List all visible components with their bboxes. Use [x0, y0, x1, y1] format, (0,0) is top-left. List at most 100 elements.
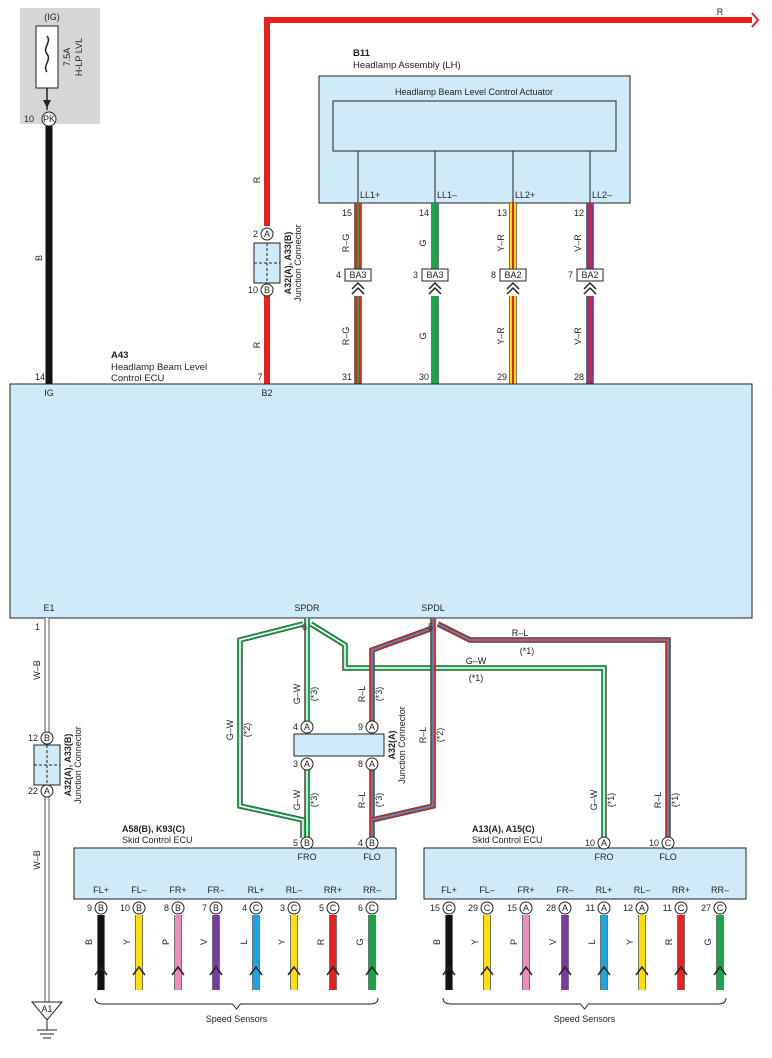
- gw-label-lower: G–W: [292, 789, 302, 810]
- ecu-code: A43: [111, 350, 128, 361]
- actuator-box: [332, 100, 617, 152]
- skid-input-pin-number: 10: [649, 838, 659, 848]
- jc-mid-pin-tag: A: [304, 759, 310, 769]
- ecu-pin-number: 29: [497, 372, 507, 382]
- sensor-pin-tag: C: [369, 903, 376, 913]
- sensor-pin-tag: B: [136, 903, 142, 913]
- sensor-terminal-label: FL+: [93, 885, 109, 895]
- ground-label: A1: [41, 1004, 52, 1014]
- sensor-wire-label: P: [509, 939, 519, 945]
- ecu-wire-label: Y–R: [496, 327, 506, 345]
- speed-sensors-label: Speed Sensors: [206, 1014, 268, 1024]
- fuse-box-background: [20, 8, 100, 124]
- jc-left-tag-a: B: [44, 733, 50, 743]
- sensor-terminal-label: RR–: [711, 885, 729, 895]
- sensor-wire-label: L: [587, 939, 597, 944]
- gw-note-left: (*2): [242, 723, 252, 738]
- actuator-title: Headlamp Beam Level Control Actuator: [395, 87, 553, 97]
- sensor-chevron-icon: [171, 965, 185, 976]
- sensor-terminal-label: RR–: [363, 885, 381, 895]
- jc-mid-pin-number: 9: [358, 722, 363, 732]
- rl-note-right: (*2): [435, 728, 445, 743]
- headlamp-wire-label: V–R: [573, 234, 583, 252]
- ecu-wire-label: V–R: [573, 327, 583, 345]
- inline-connector-box: [344, 268, 372, 282]
- rl-label-far-right: R–L: [653, 792, 663, 809]
- jc-mid-pin-circle: [300, 720, 314, 734]
- jc-mid-pin-tag: A: [369, 759, 375, 769]
- sensor-chevron-icon: [519, 965, 533, 976]
- sensor-pin-tag: B: [213, 903, 219, 913]
- gw-to-right-fro-edge: [309, 621, 607, 838]
- power-wire: [264, 17, 752, 226]
- jc-mid-pin-circle: [365, 757, 379, 771]
- fuse-pin-tag: PK: [43, 114, 55, 124]
- main-ecu-body: [9, 383, 753, 619]
- sensor-pin-circle: [480, 901, 494, 915]
- rl-label-right: R–L: [418, 727, 428, 744]
- sensor-pin-tag: A: [562, 903, 568, 913]
- sensor-pin-circle: [94, 901, 108, 915]
- sensor-pin-number: 5: [319, 903, 324, 913]
- inline-connector-label: BA2: [581, 270, 598, 280]
- sensor-pin-circle: [519, 901, 533, 915]
- ecu-spdl-term: SPDL: [421, 603, 445, 613]
- skid-input-pin-tag: C: [665, 838, 672, 848]
- sensor-wire-label: L: [239, 939, 249, 944]
- inline-connector-label: BA3: [349, 270, 366, 280]
- sensor-wire-label: G: [355, 938, 365, 945]
- headlamp-terminals: LL1+15R–GBA34R–G31LL1+LL1–14GBA33G30LL1–…: [336, 151, 612, 398]
- sensor-pin-circle: [209, 901, 223, 915]
- skid-input-pin-tag: B: [369, 838, 375, 848]
- sensor-wire-label: B: [432, 939, 442, 945]
- fuse-pin-number: 10: [24, 114, 34, 124]
- sensor-chevron-icon: [132, 965, 146, 976]
- sensor-pin-circle: [674, 901, 688, 915]
- sensor-pin-number: 11: [663, 903, 672, 913]
- jc-left-code: A32(A), A33(B): [63, 734, 73, 797]
- sensor-pin-tag: C: [717, 903, 724, 913]
- fuse-source-label: (IG): [44, 12, 60, 22]
- skid-input-terminal: FLO: [363, 852, 381, 862]
- jc-mid-code: A32(A): [387, 730, 397, 759]
- sensor-pin-number: 10: [120, 903, 130, 913]
- gw-note-right: (*1): [606, 793, 616, 808]
- ecu-spdr-term: SPDR: [294, 603, 320, 613]
- skid-ecu-title: Skid Control ECU: [472, 835, 543, 845]
- power-wire-label-top: R: [717, 7, 724, 17]
- skid-ecu-body: [423, 847, 747, 900]
- jc-left-name: Junction Connector: [73, 726, 83, 804]
- power-wire-label-vertical: R: [252, 176, 262, 183]
- skid-input-pin-circle: [365, 836, 379, 850]
- connector-chevron-icon: [428, 281, 442, 295]
- sensor-pin-number: 9: [87, 903, 92, 913]
- jc-mid-pin-circle: [365, 720, 379, 734]
- sensor-pin-circle: [326, 901, 340, 915]
- sensor-pin-circle: [132, 901, 146, 915]
- sensor-chevron-icon: [326, 965, 340, 976]
- ecu-ig-pin: 14: [35, 372, 45, 382]
- power-wire-label-lower: R: [252, 341, 262, 348]
- jc-mid-pin-number: 8: [358, 759, 363, 769]
- connector-chevron-icon: [506, 281, 520, 295]
- ecu-wire-label: R–G: [341, 327, 351, 346]
- jc-top-code: A32(A), A33(B): [283, 232, 293, 295]
- sensor-terminal-label: RL–: [286, 885, 303, 895]
- skid-input-terminal: FLO: [659, 852, 677, 862]
- skid-ecu-title: Skid Control ECU: [122, 835, 193, 845]
- sensor-chevron-icon: [365, 965, 379, 976]
- jc-mid-name: Junction Connector: [397, 706, 407, 784]
- rl-to-right-flo-stripe: [437, 623, 669, 838]
- ecu-ig-term: IG: [44, 388, 54, 398]
- jc-top-tag-b: B: [264, 285, 270, 295]
- skid-input-terminal: FRO: [298, 852, 317, 862]
- speed-sensors-brace: [442, 997, 727, 1010]
- sensor-pin-tag: B: [98, 903, 104, 913]
- sensor-terminal-label: FR+: [517, 885, 534, 895]
- sensor-terminal-label: RL–: [634, 885, 651, 895]
- sensor-pin-circle: [171, 901, 185, 915]
- sensor-pin-number: 7: [202, 903, 207, 913]
